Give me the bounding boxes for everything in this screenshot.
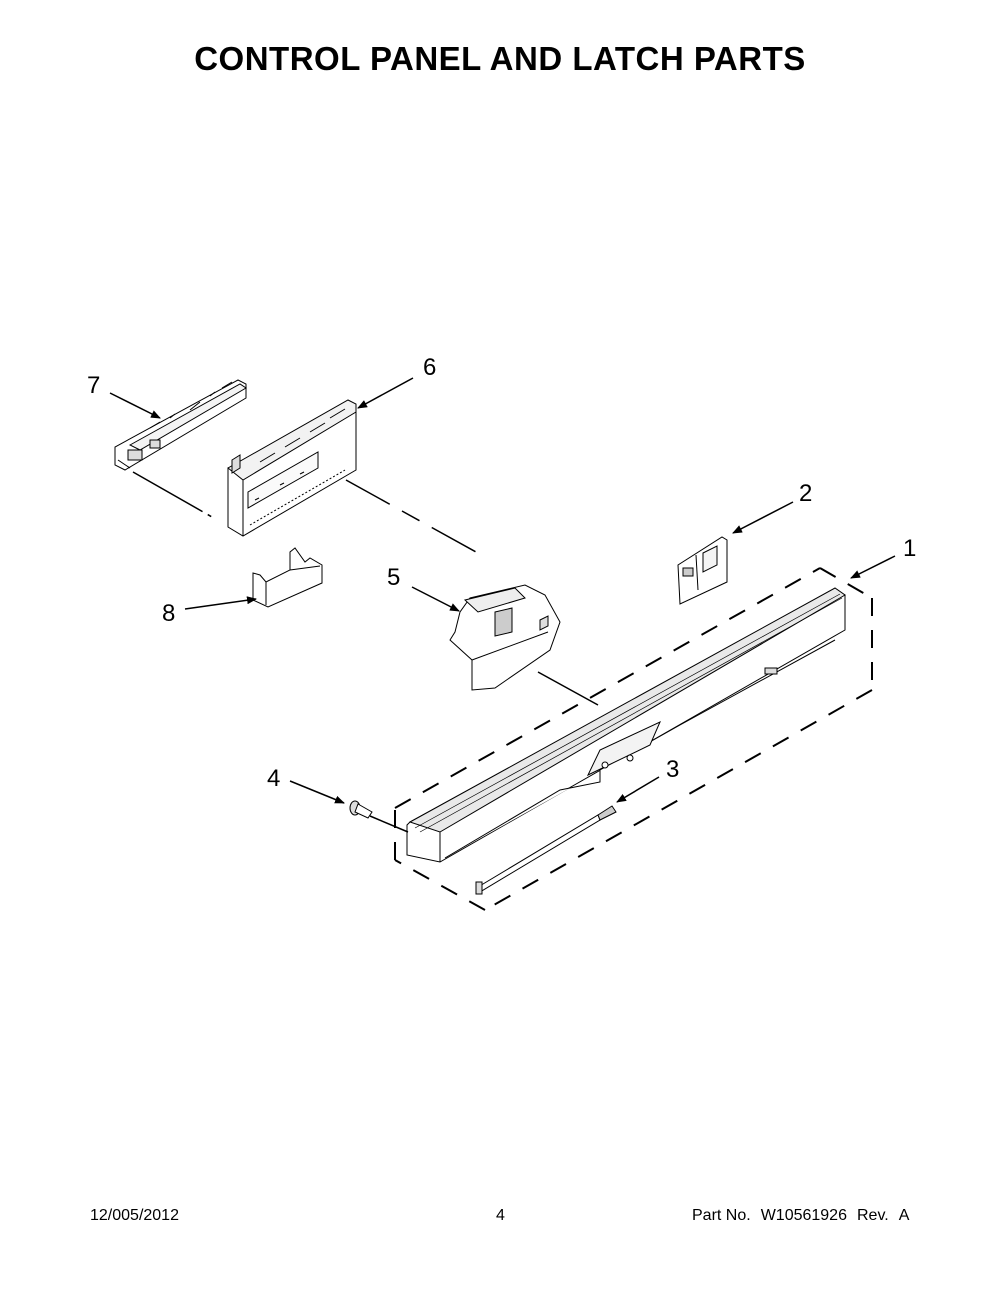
part-7-ui-board	[114, 379, 247, 471]
page-title: CONTROL PANEL AND LATCH PARTS	[194, 40, 806, 77]
arrow-8	[184, 596, 257, 610]
callout-6: 6	[423, 354, 437, 381]
callout-1: 1	[903, 535, 917, 562]
arrow-7	[109, 392, 161, 419]
part-6-control-board	[227, 399, 357, 537]
arrow-1	[850, 555, 896, 579]
part-1-panel-frame	[406, 587, 846, 863]
part-8-bracket	[252, 547, 323, 608]
callout-3: 3	[666, 756, 680, 783]
callout-8: 8	[162, 600, 176, 627]
callout-4: 4	[267, 765, 281, 792]
part-2-clip	[677, 536, 728, 605]
part-4-screw	[349, 800, 373, 819]
part-no-label: Part No.	[692, 1207, 751, 1224]
part-no-value: W10561926	[760, 1207, 847, 1224]
footer-date: 12/005/2012	[90, 1207, 179, 1224]
arrow-4	[289, 780, 345, 804]
callout-7: 7	[87, 372, 101, 399]
callout-arrows	[109, 377, 896, 804]
footer-page-number: 4	[496, 1207, 505, 1224]
arrow-5	[411, 586, 460, 612]
footer-part-info: Part No. W10561926 Rev. A	[692, 1207, 919, 1225]
rev-value: A	[898, 1207, 910, 1224]
arrow-6	[357, 377, 414, 409]
assembly-leader-lines	[132, 471, 599, 833]
rev-label: Rev.	[856, 1207, 889, 1224]
callout-5: 5	[387, 564, 401, 591]
arrow-3	[616, 776, 660, 803]
arrow-2	[732, 501, 794, 534]
part-3-rod	[475, 805, 617, 895]
part-5-latch	[449, 584, 561, 691]
callout-2: 2	[799, 480, 813, 507]
assembly-dashed-outline	[394, 567, 873, 911]
